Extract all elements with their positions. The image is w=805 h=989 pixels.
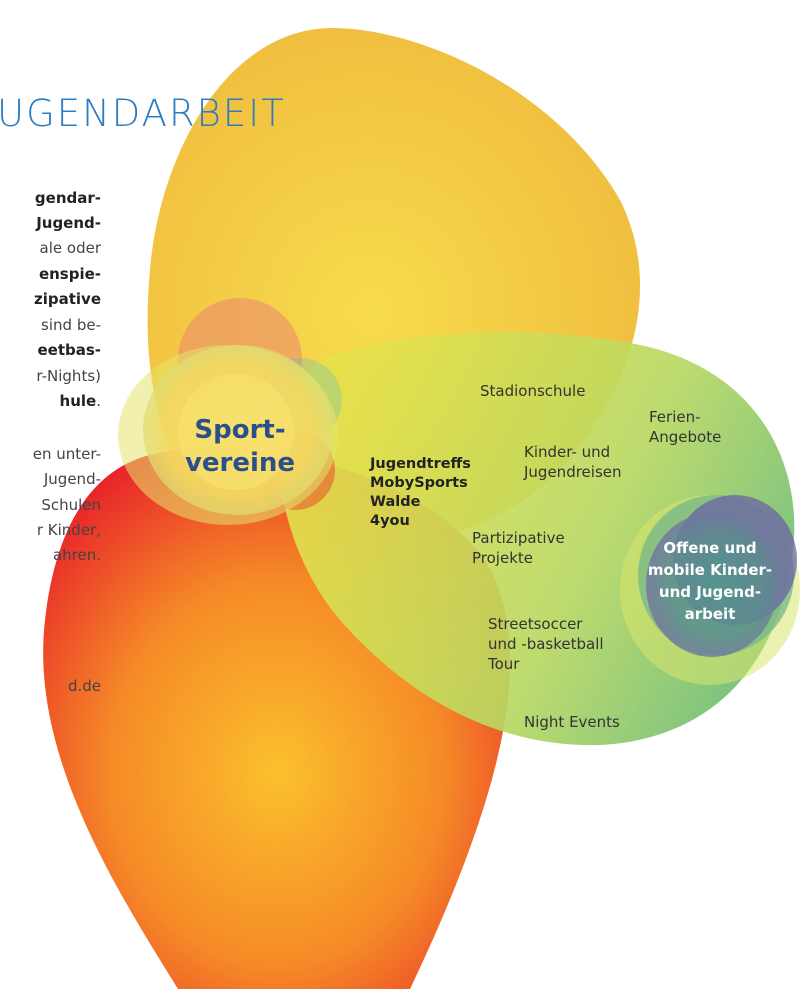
ferien-label: Ferien- Angebote: [649, 408, 722, 446]
body-line: en unter-: [32, 445, 101, 463]
body-line: Schulen: [41, 496, 101, 514]
jugendtreffs-label: Jugendtreffs MobySports Walde 4you: [370, 456, 471, 529]
body-line: r-Nights): [36, 367, 101, 385]
partizipative-label: Partizipative Projekte: [472, 529, 565, 567]
body-line: zipative: [34, 290, 101, 308]
sportvereine-label: Sport-vereine: [160, 414, 320, 480]
sport-cluster: [118, 298, 342, 525]
body-line: r Kinder,: [36, 521, 101, 539]
body-line: Jugend-: [43, 470, 101, 488]
sportvereine-line: Sport-: [194, 415, 286, 445]
page-heading: UGENDARBEIT: [0, 92, 286, 135]
body-line: ale oder: [39, 239, 101, 257]
night-events-label: Night Events: [524, 713, 620, 731]
body-line: gendar-: [34, 189, 101, 207]
stadionschule-label: Stadionschule: [480, 382, 586, 400]
body-line: Jugend-: [36, 214, 101, 232]
offene-label: Offene und mobile Kinder- und Jugend- ar…: [647, 539, 773, 623]
body-line: hule.: [59, 392, 101, 410]
sportvereine-line: vereine: [184, 448, 296, 478]
offene-cluster: [620, 495, 800, 685]
footer-link: d.de: [67, 677, 101, 695]
kinderreisen-label: Kinder- und Jugendreisen: [524, 443, 622, 481]
body-line: enspie-: [38, 265, 101, 283]
body-line: sind be-: [41, 316, 101, 334]
streetsoccer-label: Streetsoccer und -basketball Tour: [488, 615, 604, 673]
body-line: ahren.: [52, 546, 101, 564]
body-line: eetbas-: [37, 341, 101, 359]
